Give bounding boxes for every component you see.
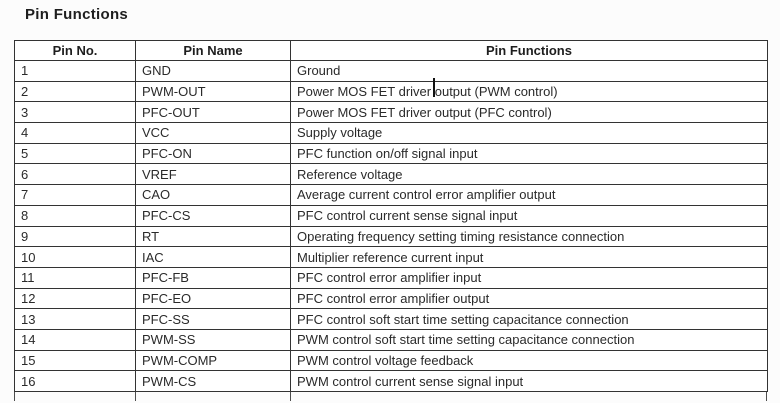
pin-name-cell: RT [135, 225, 291, 248]
table-row: 11 PFC-FB PFC control error amplifier in… [14, 266, 768, 289]
header-pin-name: Pin Name [135, 40, 291, 61]
pin-name-cell: PFC-FB [135, 266, 291, 289]
pin-name-cell: PWM-OUT [135, 80, 291, 103]
table-row: 2 PWM-OUT Power MOS FET driver output (P… [14, 80, 768, 103]
table-right-edge-stub [766, 392, 767, 401]
pin-no-cell: 2 [14, 80, 136, 103]
table-left-edge-stub [14, 392, 15, 401]
table-row: 8 PFC-CS PFC control current sense signa… [14, 204, 768, 227]
pin-no-cell: 9 [14, 225, 136, 248]
table-row: 5 PFC-ON PFC function on/off signal inpu… [14, 142, 768, 165]
pin-function-cell: Ground [290, 60, 768, 82]
table-row: 1 GND Ground [14, 60, 768, 82]
table-row: 7 CAO Average current control error ampl… [14, 184, 768, 206]
pin-function-cell: PWM control current sense signal input [290, 370, 768, 392]
table-row: 12 PFC-EO PFC control error amplifier ou… [14, 287, 768, 310]
table-row: 4 VCC Supply voltage [14, 122, 768, 144]
pin-no-cell: 4 [14, 122, 136, 144]
pin-no-cell: 11 [14, 266, 136, 289]
pin-name-cell: PFC-OUT [135, 101, 291, 124]
pin-function-cell: PFC function on/off signal input [290, 142, 768, 165]
table-divider-stub [290, 392, 291, 401]
pin-name-cell: CAO [135, 184, 291, 206]
pin-function-cell: PWM control soft start time setting capa… [290, 328, 768, 351]
text-cursor [433, 78, 435, 97]
pin-functions-table: Pin No. Pin Name Pin Functions 1 GND Gro… [14, 40, 768, 392]
pin-name-cell: IAC [135, 246, 291, 268]
pin-function-cell: Supply voltage [290, 122, 768, 144]
pin-name-cell: VCC [135, 122, 291, 144]
pin-name-cell: PFC-ON [135, 142, 291, 165]
pin-no-cell: 10 [14, 246, 136, 268]
pin-name-cell: GND [135, 60, 291, 82]
pin-no-cell: 3 [14, 101, 136, 124]
pin-no-cell: 13 [14, 308, 136, 330]
table-row: 14 PWM-SS PWM control soft start time se… [14, 328, 768, 351]
table-row: 16 PWM-CS PWM control current sense sign… [14, 370, 768, 392]
pin-no-cell: 5 [14, 142, 136, 165]
pin-function-cell: PFC control soft start time setting capa… [290, 308, 768, 330]
table-divider-stub [135, 392, 136, 401]
pin-no-cell: 1 [14, 60, 136, 82]
pin-name-cell: PFC-CS [135, 204, 291, 227]
table-row: 6 VREF Reference voltage [14, 163, 768, 186]
pin-no-cell: 16 [14, 370, 136, 392]
page-title: Pin Functions [25, 6, 129, 23]
pin-name-cell: PFC-EO [135, 287, 291, 310]
pin-name-cell: PFC-SS [135, 308, 291, 330]
table-row: 15 PWM-COMP PWM control voltage feedback [14, 349, 768, 372]
pin-function-cell: PFC control current sense signal input [290, 204, 768, 227]
pin-function-cell: PFC control error amplifier input [290, 266, 768, 289]
pin-function-cell: Reference voltage [290, 163, 768, 186]
pin-function-cell: PWM control voltage feedback [290, 349, 768, 372]
pin-function-cell: Average current control error amplifier … [290, 184, 768, 206]
pin-function-cell: Operating frequency setting timing resis… [290, 225, 768, 248]
pin-no-cell: 15 [14, 349, 136, 372]
pin-function-cell: Power MOS FET driver output (PFC control… [290, 101, 768, 124]
pin-name-cell: VREF [135, 163, 291, 186]
pin-no-cell: 7 [14, 184, 136, 206]
table-row: 9 RT Operating frequency setting timing … [14, 225, 768, 248]
table-row: 3 PFC-OUT Power MOS FET driver output (P… [14, 101, 768, 124]
pin-no-cell: 8 [14, 204, 136, 227]
pin-name-cell: PWM-CS [135, 370, 291, 392]
pin-no-cell: 14 [14, 328, 136, 351]
pin-function-cell: PFC control error amplifier output [290, 287, 768, 310]
pin-name-cell: PWM-COMP [135, 349, 291, 372]
pin-no-cell: 12 [14, 287, 136, 310]
table-row: 13 PFC-SS PFC control soft start time se… [14, 308, 768, 330]
header-pin-functions: Pin Functions [290, 40, 768, 61]
pin-no-cell: 6 [14, 163, 136, 186]
pin-name-cell: PWM-SS [135, 328, 291, 351]
pin-table-body: 1 GND Ground 2 PWM-OUT Power MOS FET dri… [14, 60, 768, 392]
pin-function-cell: Multiplier reference current input [290, 246, 768, 268]
table-row: 10 IAC Multiplier reference current inpu… [14, 246, 768, 268]
table-header-row: Pin No. Pin Name Pin Functions [14, 40, 768, 61]
pin-function-cell: Power MOS FET driver output (PWM control… [290, 80, 768, 103]
header-pin-no: Pin No. [14, 40, 136, 61]
